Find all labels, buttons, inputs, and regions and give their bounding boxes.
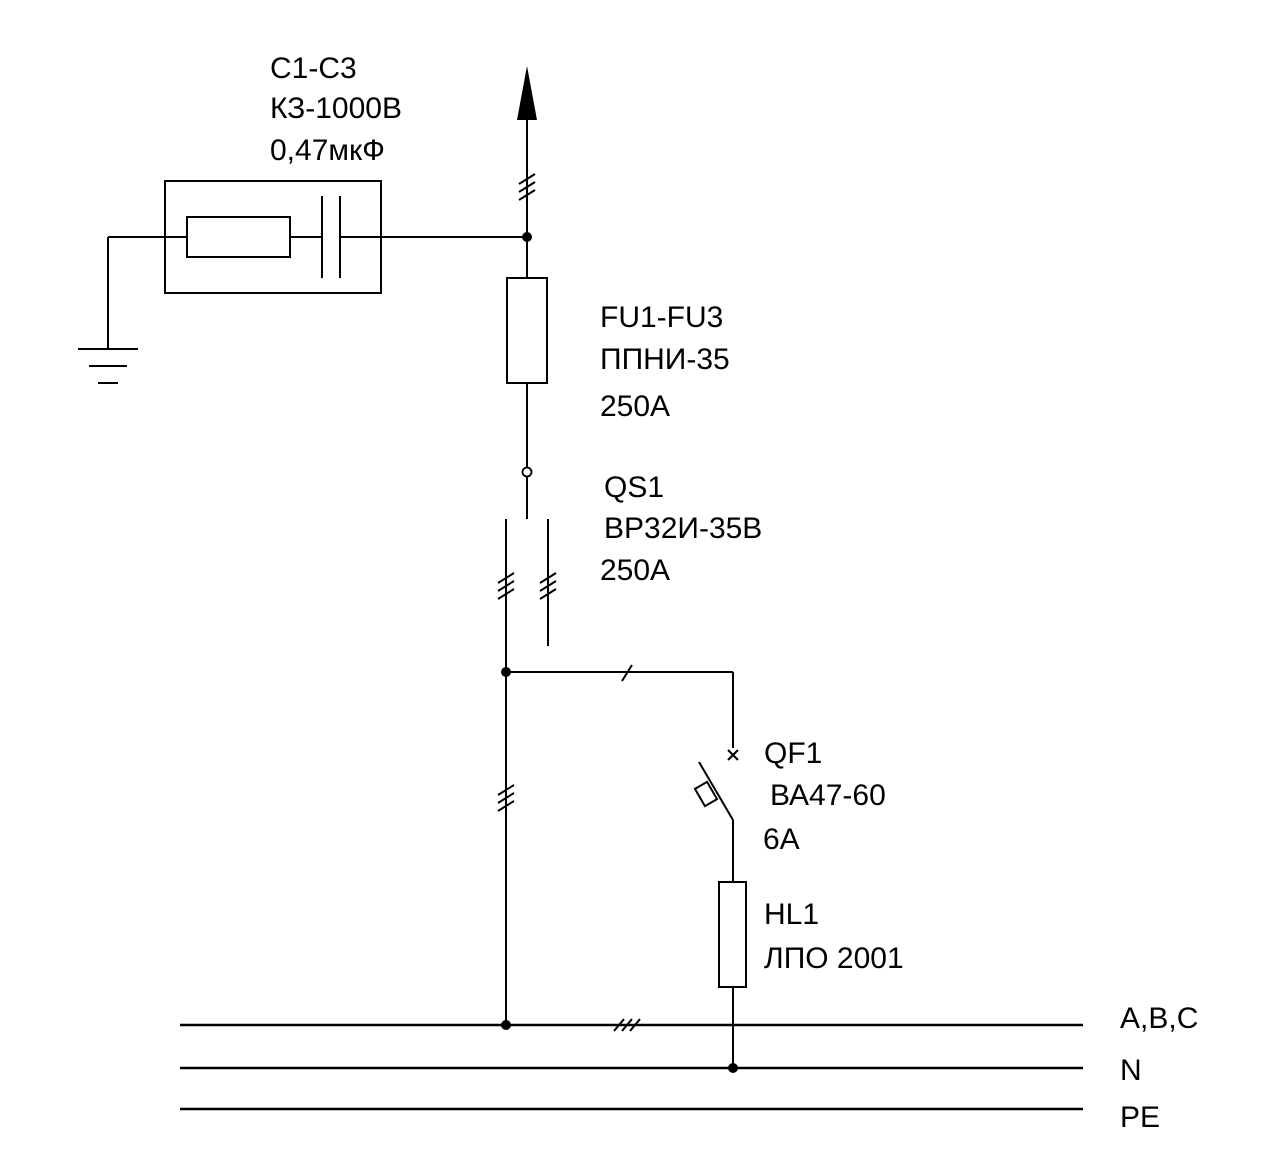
breaker-symbol — [693, 749, 739, 882]
arrow-up-icon — [517, 66, 537, 120]
breaker-designation: QF1 — [764, 737, 822, 770]
switch-type: ВР32И-35В — [604, 512, 762, 545]
lamp-symbol — [718, 881, 747, 1073]
lamp-designation: HL1 — [764, 898, 819, 931]
capacitor-block — [108, 180, 527, 294]
switch-designation: QS1 — [604, 471, 664, 504]
lamp-type: ЛПО 2001 — [764, 942, 904, 975]
capacitor-type: КЗ-1000В — [270, 92, 402, 125]
switch-contact-icon — [521, 466, 533, 478]
incoming-line — [517, 66, 537, 278]
bus-label-phases: A,B,C — [1120, 1002, 1198, 1035]
switch-symbol — [497, 466, 557, 670]
bus-lines — [180, 1018, 1083, 1111]
breaker-type: ВА47-60 — [770, 779, 886, 812]
fuse-type: ППНИ-35 — [600, 343, 730, 376]
capacitor-value: 0,47мкФ — [270, 134, 385, 167]
bus-label-protective: PE — [1120, 1101, 1160, 1134]
switch-rating: 250А — [600, 554, 670, 587]
fuse-designation: FU1-FU3 — [600, 301, 723, 334]
fuse-rating: 250А — [600, 390, 670, 423]
breaker-rating: 6А — [763, 823, 800, 856]
distribution-lines — [497, 664, 734, 1025]
junction-dot — [501, 1020, 511, 1030]
bus-label-neutral: N — [1120, 1054, 1142, 1087]
ground-icon — [78, 237, 138, 384]
fuse-symbol — [506, 277, 548, 468]
capacitor-designation: С1-С3 — [270, 52, 357, 85]
